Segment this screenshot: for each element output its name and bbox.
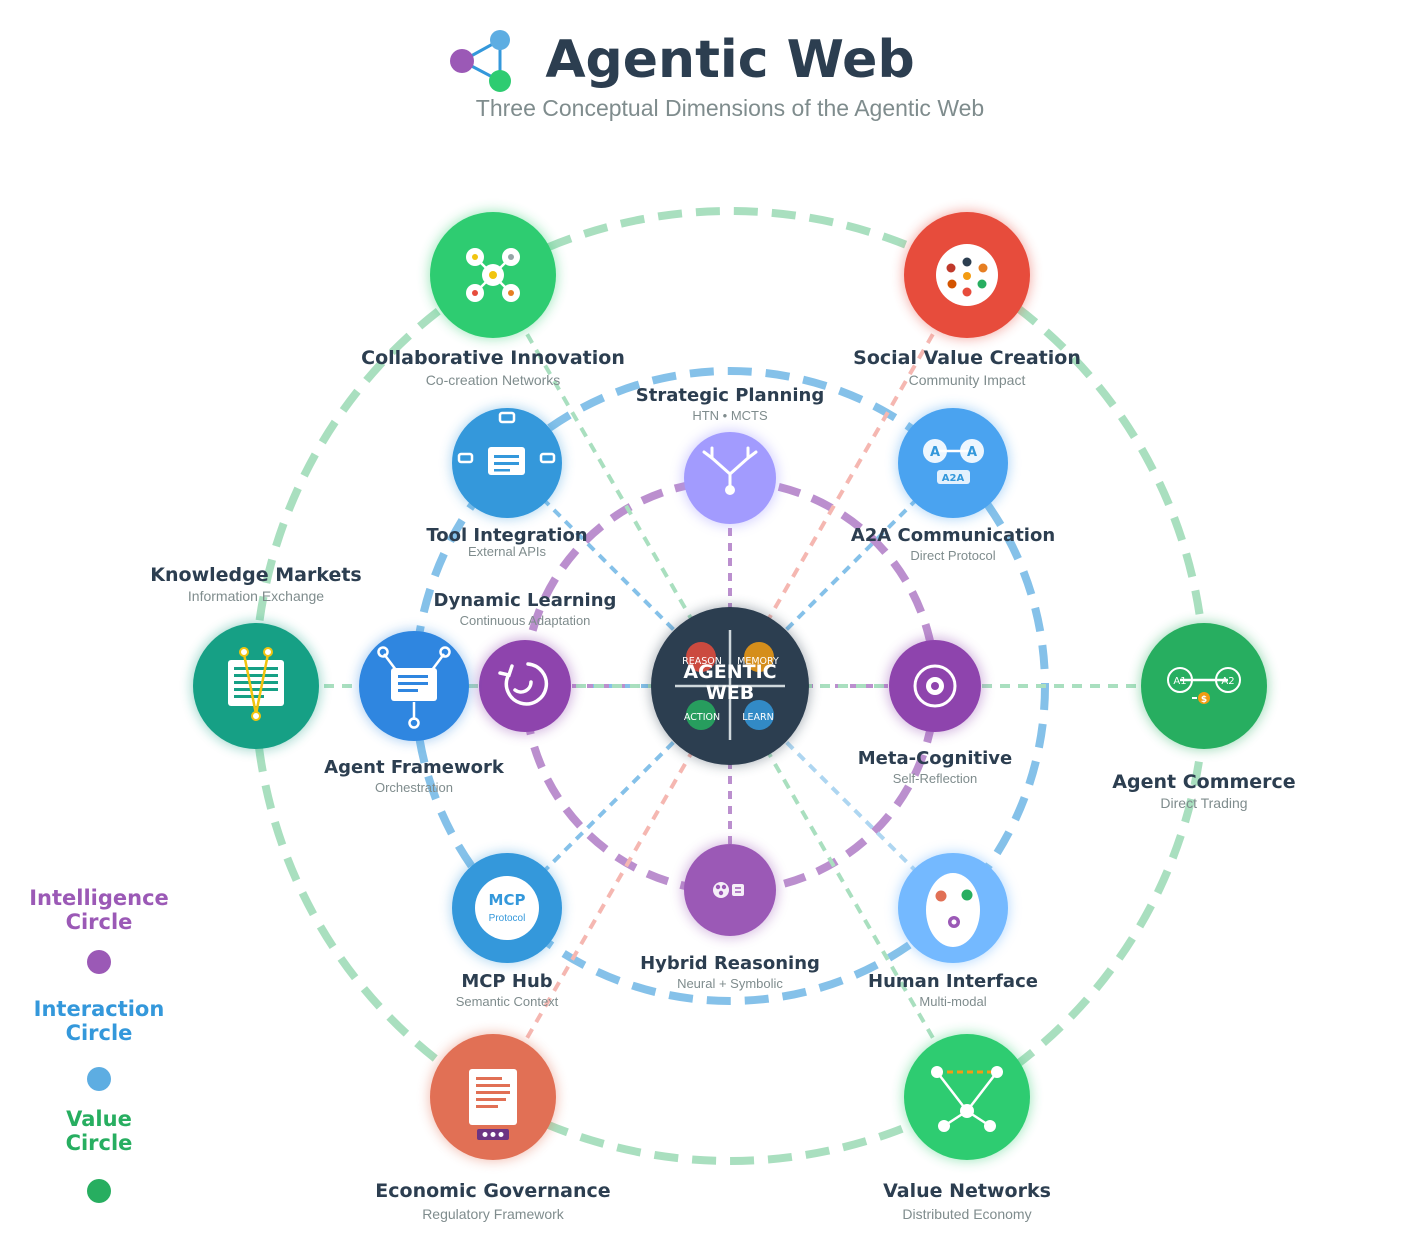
node-tool-integration[interactable]: Tool Integration External APIs bbox=[426, 407, 588, 559]
node-title: Dynamic Learning bbox=[434, 590, 617, 611]
node-subtitle: Distributed Economy bbox=[902, 1206, 1031, 1222]
legend-intelligence-dot bbox=[87, 950, 111, 974]
node-title: Economic Governance bbox=[375, 1180, 610, 1202]
node-subtitle: Regulatory Framework bbox=[422, 1206, 565, 1222]
network-icon bbox=[931, 1066, 1003, 1132]
page-subtitle: Three Conceptual Dimensions of the Agent… bbox=[476, 95, 984, 121]
mcp-icon: MCP Protocol bbox=[475, 876, 539, 940]
node-title: Hybrid Reasoning bbox=[640, 953, 820, 974]
agent-b-label: A bbox=[967, 445, 977, 460]
node-agent-framework[interactable]: Agent Framework Orchestration bbox=[324, 630, 505, 795]
legend-line1: Value bbox=[66, 1107, 132, 1131]
node-title: Agent Commerce bbox=[1112, 771, 1295, 793]
node-subtitle: Semantic Context bbox=[456, 994, 559, 1009]
quadrant-memory: MEMORY bbox=[737, 656, 779, 667]
core-title-line2: WEB bbox=[706, 682, 754, 704]
node-subtitle: External APIs bbox=[468, 544, 547, 559]
node-title: Agent Framework bbox=[324, 757, 505, 778]
node-value-networks[interactable]: Value Networks Distributed Economy bbox=[883, 1033, 1051, 1222]
node-title: A2A Communication bbox=[851, 525, 1055, 546]
node-title: Knowledge Markets bbox=[150, 564, 361, 586]
node-subtitle: Information Exchange bbox=[188, 588, 324, 604]
node-subtitle: Direct Trading bbox=[1160, 795, 1247, 811]
tree-icon bbox=[702, 446, 758, 495]
learn-quadrant-dot bbox=[744, 700, 774, 730]
action-quadrant-dot bbox=[686, 700, 716, 730]
node-title: Meta-Cognitive bbox=[858, 748, 1013, 769]
cycle-icon bbox=[498, 662, 549, 706]
node-knowledge-markets[interactable]: Knowledge Markets Information Exchange bbox=[150, 564, 362, 750]
node-title: Strategic Planning bbox=[636, 385, 824, 406]
currency-icon: $ bbox=[1201, 695, 1207, 705]
agent-a-label: A bbox=[930, 445, 940, 460]
quadrant-reason: REASON bbox=[682, 656, 722, 667]
mcp-badge: MCP bbox=[489, 891, 526, 909]
node-subtitle: Self-Reflection bbox=[893, 771, 978, 786]
node-subtitle: Direct Protocol bbox=[910, 548, 995, 563]
node-subtitle: Continuous Adaptation bbox=[460, 613, 591, 628]
node-agent-commerce[interactable]: A1 A2 $ Agent Commerce Direct Trading bbox=[1112, 622, 1296, 811]
node-economic-governance[interactable]: Economic Governance Regulatory Framework bbox=[375, 1033, 611, 1222]
legend-line1: Intelligence bbox=[29, 886, 169, 910]
legend-value-label: Value Circle bbox=[20, 1107, 178, 1155]
tool-icon bbox=[457, 411, 556, 475]
node-subtitle: Community Impact bbox=[909, 372, 1026, 388]
face-icon bbox=[926, 873, 980, 947]
framework-icon bbox=[377, 646, 451, 729]
node-title: Tool Integration bbox=[426, 525, 587, 546]
node-human-interface[interactable]: Human Interface Multi-modal bbox=[868, 852, 1038, 1009]
node-title: Value Networks bbox=[883, 1180, 1051, 1202]
document-icon bbox=[228, 647, 284, 721]
node-collaborative-innovation[interactable]: Collaborative Innovation Co-creation Net… bbox=[361, 211, 625, 388]
a2a-badge: A2A bbox=[942, 473, 965, 484]
memory-quadrant-dot bbox=[744, 642, 774, 672]
logo-icon bbox=[450, 30, 511, 92]
legend-line1: Interaction bbox=[33, 997, 165, 1021]
page-title: Agentic Web bbox=[545, 30, 914, 90]
collab-icon bbox=[466, 248, 520, 302]
reason-quadrant-dot bbox=[686, 642, 716, 672]
mcp-badge-sub: Protocol bbox=[489, 913, 526, 924]
community-icon bbox=[936, 244, 998, 306]
node-title: Social Value Creation bbox=[853, 347, 1081, 369]
legend-interaction-dot bbox=[87, 1067, 111, 1091]
legend-line2: Circle bbox=[65, 1131, 133, 1155]
node-hybrid-reasoning[interactable]: Hybrid Reasoning Neural + Symbolic bbox=[640, 842, 820, 991]
node-title: MCP Hub bbox=[461, 971, 552, 992]
node-title: Collaborative Innovation bbox=[361, 347, 625, 369]
node-subtitle: Neural + Symbolic bbox=[677, 976, 783, 991]
target-icon bbox=[913, 664, 957, 708]
a2a-icon: A A A2A bbox=[923, 439, 984, 484]
legend-line2: Circle bbox=[65, 1021, 133, 1045]
neural-icon bbox=[713, 882, 744, 898]
legend-interaction-label: Interaction Circle bbox=[20, 997, 178, 1045]
node-subtitle: Orchestration bbox=[375, 780, 453, 795]
core-agentic-web[interactable]: REASON MEMORY ACTION LEARN AGENTIC WEB bbox=[650, 606, 810, 766]
legend-interaction: Interaction Circle bbox=[20, 997, 178, 1091]
agent-a2-label: A2 bbox=[1221, 676, 1234, 687]
node-dynamic-learning[interactable]: Dynamic Learning Continuous Adaptation bbox=[434, 590, 617, 734]
node-strategic-planning[interactable]: Strategic Planning HTN • MCTS bbox=[636, 385, 824, 526]
trade-icon: A1 A2 $ bbox=[1167, 667, 1241, 705]
legend-intelligence: Intelligence Circle bbox=[20, 886, 178, 974]
node-title: Human Interface bbox=[868, 971, 1038, 992]
node-meta-cognitive[interactable]: Meta-Cognitive Self-Reflection bbox=[858, 638, 1013, 786]
core-title-line1: AGENTIC bbox=[683, 661, 776, 683]
node-mcp-hub[interactable]: MCP Protocol MCP Hub Semantic Context bbox=[451, 852, 563, 1009]
node-subtitle: Co-creation Networks bbox=[426, 372, 561, 388]
legend-value: Value Circle bbox=[20, 1107, 178, 1203]
governance-icon bbox=[469, 1069, 517, 1140]
quadrant-action: ACTION bbox=[684, 712, 720, 723]
node-subtitle: Multi-modal bbox=[919, 994, 986, 1009]
legend-line2: Circle bbox=[65, 910, 133, 934]
node-a2a-communication[interactable]: A A A2A A2A Communication Direct Protoco… bbox=[851, 407, 1055, 563]
node-subtitle: HTN • MCTS bbox=[692, 408, 768, 423]
legend-intelligence-label: Intelligence Circle bbox=[20, 886, 178, 934]
legend-value-dot bbox=[87, 1179, 111, 1203]
node-social-value-creation[interactable]: Social Value Creation Community Impact bbox=[853, 211, 1081, 388]
agent-a1-label: A1 bbox=[1173, 676, 1186, 687]
quadrant-learn: LEARN bbox=[742, 712, 774, 723]
